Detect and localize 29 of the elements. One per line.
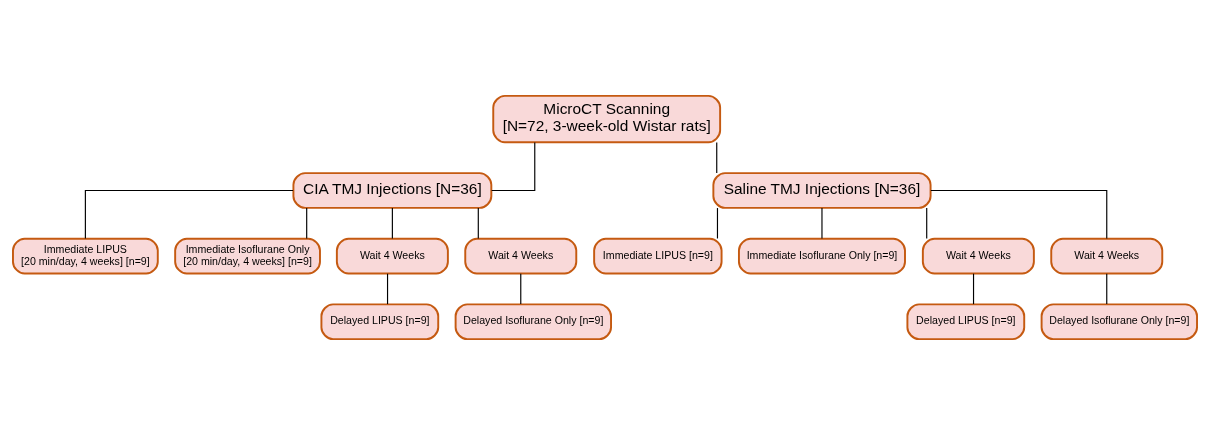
node-box: MicroCT Scanning [N=72, 3-week-old Wistar rats] <box>492 94 722 144</box>
node-box: Immediate Isoflurane Only [20 min/day, 4 weeks] [n=9] <box>174 237 321 275</box>
connector <box>716 141 718 174</box>
node-box: Delayed LIPUS [n=9] <box>906 303 1026 341</box>
node-box: Immediate LIPUS [n=9] <box>593 237 723 275</box>
node-box: Wait 4 Weeks <box>921 237 1035 275</box>
connector <box>306 207 308 240</box>
node-box: Delayed Isoflurane Only [n=9] <box>1040 303 1198 341</box>
node-box: Wait 4 Weeks <box>335 237 449 275</box>
connector <box>1106 273 1108 305</box>
connector <box>84 189 294 240</box>
connector <box>821 207 823 240</box>
node-box: Saline TMJ Injections [N=36] <box>712 172 932 209</box>
connector <box>972 273 975 305</box>
connector <box>477 207 479 240</box>
node-box: Wait 4 Weeks <box>464 237 578 275</box>
connector <box>391 207 393 240</box>
connector <box>520 273 522 305</box>
connector <box>930 189 1108 240</box>
node-box: CIA TMJ Injections [N=36] <box>292 172 493 209</box>
node-box: Immediate LIPUS [20 min/day, 4 weeks] [n=9] <box>12 237 159 275</box>
connector <box>716 207 719 240</box>
connector <box>491 141 536 192</box>
node-box: Wait 4 Weeks <box>1050 237 1164 275</box>
node-box: Delayed LIPUS [n=9] <box>320 303 440 341</box>
node-box: Immediate Isoflurane Only [n=9] <box>738 237 906 275</box>
connector <box>926 207 928 240</box>
connector <box>386 273 389 305</box>
node-box: Delayed Isoflurane Only [n=9] <box>454 303 612 341</box>
